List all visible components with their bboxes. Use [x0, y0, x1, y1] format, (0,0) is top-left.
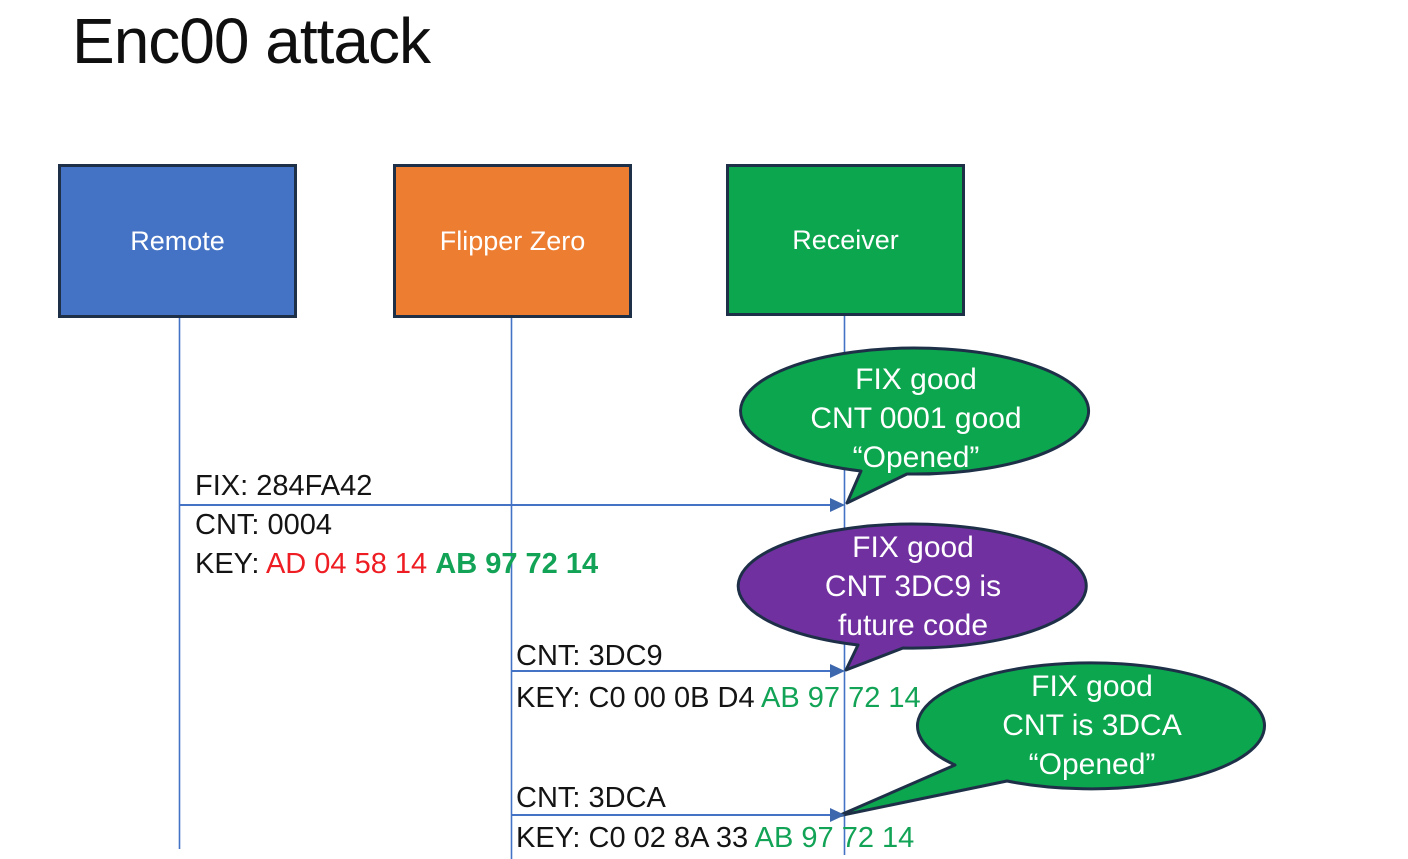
callout-2-line-3: future code: [837, 609, 989, 642]
callout-2-bubble: [736, 522, 1088, 672]
actor-box-remote: Remote: [58, 164, 297, 318]
actor-box-flipper-zero: Flipper Zero: [393, 164, 632, 318]
message-1-arrow: [179, 498, 845, 512]
callout-2-line-1: FIX good: [852, 531, 974, 564]
message-1-key-green: AB 97 72 14: [435, 548, 599, 580]
message-3-key-green: AB 97 72 14: [754, 822, 915, 854]
callout-1-line-3: “Opened”: [852, 441, 980, 474]
callout-1-bubble: [739, 346, 1091, 505]
message-1-cnt-label: CNT: 0004: [195, 509, 333, 541]
actor-box-receiver: Receiver: [726, 164, 965, 316]
callout-3-line-1: FIX good: [1031, 670, 1153, 703]
message-3-arrow: [511, 808, 845, 822]
callout-3-text: FIX good CNT is 3DCA “Opened”: [922, 667, 1262, 784]
message-3-arrowhead: [830, 808, 845, 822]
message-1-key-label: KEY: AD 04 58 14 AB 97 72 14: [195, 548, 598, 580]
slide-title: Enc00 attack: [72, 5, 431, 77]
message-1-key-red: AD 04 58 14: [265, 548, 436, 580]
callout-1-line-2: CNT 0001 good: [810, 402, 1022, 435]
message-2-key-prefix: KEY: C0 00 0B D4: [516, 682, 762, 714]
callout-2-line-2: CNT 3DC9 is: [824, 570, 1002, 603]
callout-1-line-1: FIX good: [855, 363, 977, 396]
actor-label-remote: Remote: [130, 225, 225, 256]
message-1-fix-label: FIX: 284FA42: [195, 470, 373, 502]
callout-3-line-3: “Opened”: [1028, 748, 1156, 781]
callout-3-bubble: [836, 661, 1266, 818]
message-3-key-label: KEY: C0 02 8A 33 AB 97 72 14: [516, 822, 914, 854]
message-2-key-green: AB 97 72 14: [761, 682, 921, 714]
message-3-key-prefix: KEY: C0 02 8A 33: [516, 822, 755, 854]
callout-2-text: FIX good CNT 3DC9 is future code: [743, 528, 1083, 645]
actor-label-receiver: Receiver: [792, 224, 899, 255]
message-2-cnt-label: CNT: 3DC9: [516, 640, 663, 672]
message-1-key-prefix: KEY:: [195, 548, 266, 580]
message-2-arrowhead: [830, 664, 845, 678]
callout-3-line-2: CNT is 3DCA: [1002, 709, 1182, 742]
message-2-arrow: [511, 664, 845, 678]
message-3-cnt-label: CNT: 3DCA: [516, 782, 666, 814]
actor-label-flipper-zero: Flipper Zero: [439, 225, 586, 256]
message-2-key-label: KEY: C0 00 0B D4 AB 97 72 14: [516, 682, 921, 714]
callout-1-text: FIX good CNT 0001 good “Opened”: [746, 360, 1086, 477]
message-1-arrowhead: [830, 498, 845, 512]
